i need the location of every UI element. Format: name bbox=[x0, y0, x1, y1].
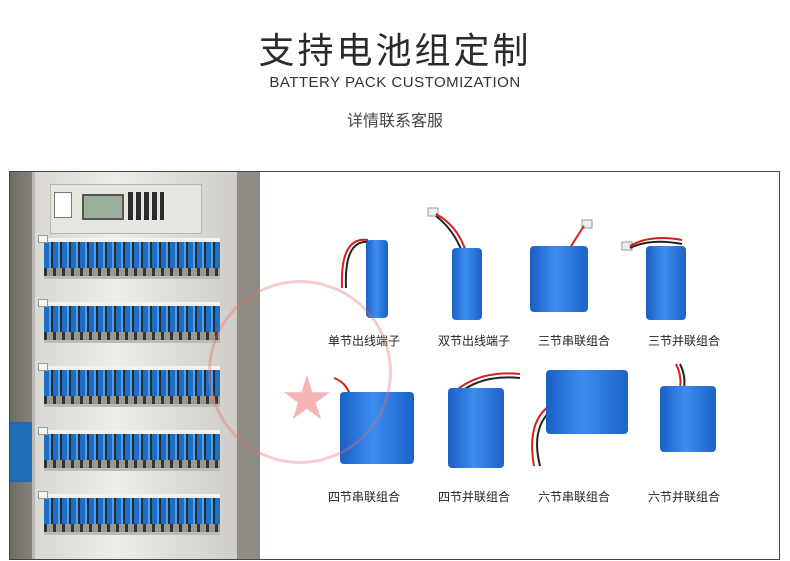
battery-rack-row bbox=[44, 238, 220, 279]
product-label: 单节出线端子 bbox=[327, 334, 400, 348]
cell-body bbox=[340, 392, 414, 464]
product-label: 六节并联组合 bbox=[647, 490, 720, 504]
product-three-parallel: 三节并联组合 bbox=[620, 202, 748, 382]
product-three-series: 三节串联组合 bbox=[510, 202, 638, 382]
charging-cabinet-photo bbox=[10, 172, 260, 559]
product-label: 三节串联组合 bbox=[537, 334, 610, 348]
star-icon: ★ bbox=[280, 364, 334, 434]
cell-body bbox=[366, 240, 388, 318]
product-showcase: 单节出线端子 双节出线端子 三节串联组合 bbox=[9, 171, 780, 560]
lead-wire bbox=[340, 238, 369, 289]
storage-bin bbox=[10, 422, 32, 482]
rack-label bbox=[38, 299, 48, 307]
product-label: 四节串联组合 bbox=[327, 490, 400, 504]
cell-body bbox=[660, 386, 716, 452]
rack-label bbox=[38, 235, 48, 243]
lead-wire bbox=[675, 363, 686, 389]
product-six-series: 六节串联组合 bbox=[510, 360, 638, 540]
cell-body bbox=[530, 246, 588, 312]
cell-body bbox=[448, 388, 504, 468]
product-six-parallel: 六节并联组合 bbox=[620, 360, 748, 540]
lead-wire bbox=[621, 237, 683, 251]
page-subtitle: BATTERY PACK CUSTOMIZATION bbox=[269, 74, 521, 91]
breaker-switch bbox=[54, 192, 72, 218]
cell-body bbox=[546, 370, 628, 434]
battery-pack-gallery: 单节出线端子 双节出线端子 三节串联组合 bbox=[260, 172, 779, 559]
product-label: 双节出线端子 bbox=[437, 334, 510, 348]
rack-label bbox=[38, 491, 48, 499]
battery-rack-row bbox=[44, 494, 220, 535]
rack-label bbox=[38, 427, 48, 435]
battery-rack-row bbox=[44, 366, 220, 407]
product-double-cell: 双节出线端子 bbox=[410, 202, 538, 382]
cabinet-control-panel bbox=[50, 184, 202, 234]
product-four-series: 四节串联组合 bbox=[300, 360, 428, 540]
keypad bbox=[128, 192, 164, 220]
lcd-display bbox=[82, 194, 124, 220]
product-label: 三节并联组合 bbox=[647, 334, 720, 348]
battery-rack-row bbox=[44, 302, 220, 343]
rack-label bbox=[38, 363, 48, 371]
product-four-parallel: 四节并联组合 bbox=[410, 360, 538, 540]
page-title: 支持电池组定制 bbox=[258, 31, 532, 72]
product-single-cell: 单节出线端子 bbox=[300, 202, 428, 382]
contact-note: 详情联系客服 bbox=[346, 111, 443, 130]
cell-body bbox=[646, 246, 686, 320]
product-label: 六节串联组合 bbox=[537, 490, 610, 504]
battery-rack-row bbox=[44, 430, 220, 471]
product-label: 四节并联组合 bbox=[437, 490, 510, 504]
cell-body bbox=[452, 248, 482, 320]
